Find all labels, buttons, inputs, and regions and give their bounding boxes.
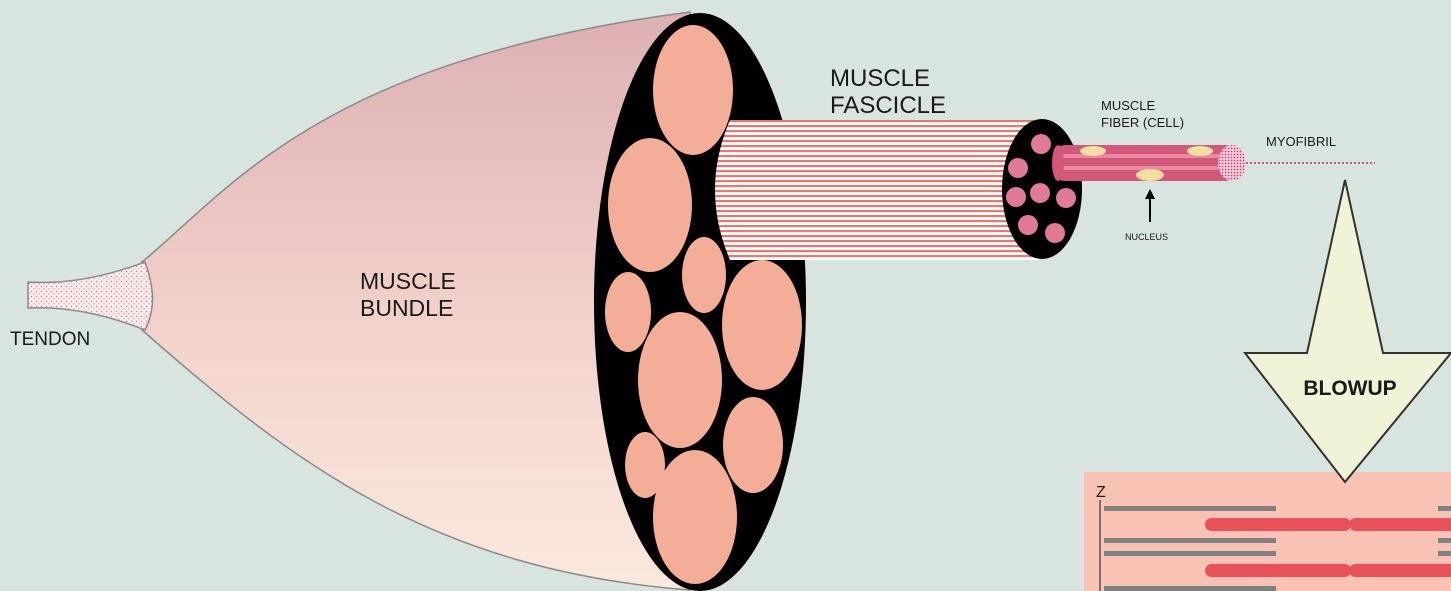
muscle-fascicle <box>715 119 1082 260</box>
fascicle-oval <box>682 237 726 313</box>
myofibril-label: MYOFIBRIL <box>1266 134 1336 149</box>
nucleus-shape <box>1187 146 1213 156</box>
fascicle-oval <box>605 272 651 352</box>
nucleus-label: NUCLEUS <box>1125 232 1168 242</box>
muscle-fiber-label-line2: FIBER (CELL) <box>1101 115 1184 130</box>
fascicle-oval <box>638 312 722 448</box>
tendon-label: TENDON <box>10 329 90 350</box>
z-label: Z <box>1096 484 1106 501</box>
fascicle-oval <box>722 260 802 390</box>
muscle-bundle-label-line2: BUNDLE <box>360 295 453 321</box>
fascicle-oval <box>723 397 783 493</box>
muscle-fascicle-label-line1: MUSCLE <box>830 65 930 92</box>
muscle-bundle-label-line1: MUSCLE <box>360 268 456 294</box>
muscle-fascicle-label-line2: FASCICLE <box>830 92 946 119</box>
muscle-fiber <box>1052 145 1246 181</box>
muscle-fiber-label-line1: MUSCLE <box>1101 98 1156 113</box>
nucleus-shape <box>1136 169 1164 181</box>
fiber-end-dots <box>1218 145 1246 181</box>
blowup-panel: Z <box>1084 472 1451 591</box>
fascicle-oval <box>608 138 692 272</box>
nucleus-shape <box>1080 146 1106 156</box>
fascicle-oval <box>653 25 733 155</box>
nucleus-arrow <box>1145 189 1155 222</box>
blowup-arrow <box>1245 180 1451 482</box>
tendon-shape <box>28 262 153 330</box>
fascicle-oval <box>653 450 737 584</box>
blowup-label: BLOWUP <box>1303 377 1396 400</box>
